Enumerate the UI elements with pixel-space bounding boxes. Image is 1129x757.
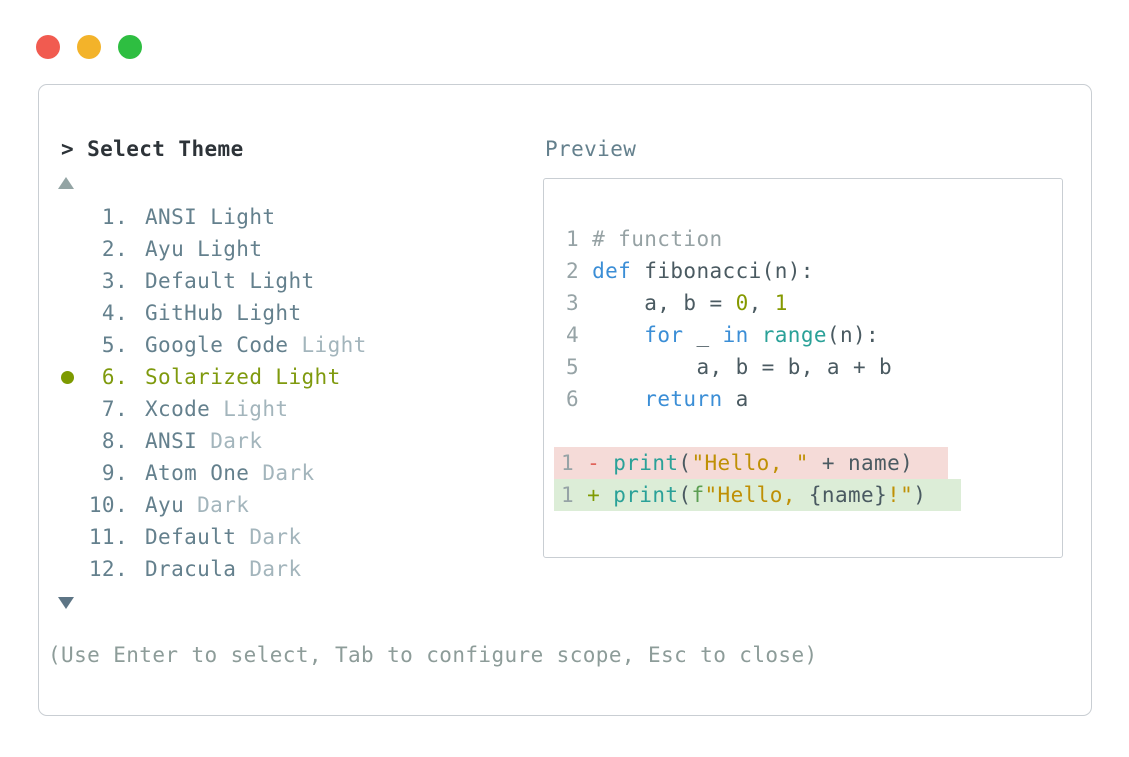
line-number: 2 bbox=[566, 259, 593, 283]
code-line: 3 a, b = 0, 1 bbox=[566, 291, 788, 315]
theme-variant: Dark bbox=[249, 557, 302, 581]
line-number: 5 bbox=[566, 355, 593, 379]
theme-number: 7. bbox=[101, 397, 128, 421]
prompt-caret: > bbox=[61, 137, 75, 161]
theme-number: 11. bbox=[88, 525, 128, 549]
code-line: 2 def fibonacci(n): bbox=[566, 259, 814, 283]
code-line-diff-removed: 1 - print("Hello, " + name) bbox=[544, 447, 1062, 479]
theme-number: 2. bbox=[101, 237, 128, 261]
preview-column: Preview 1 # function 2 def fibonacci(n): 3… bbox=[543, 133, 1063, 621]
code-line: 4 for _ in range(n): bbox=[566, 323, 880, 347]
keyboard-hint: (Use Enter to select, Tab to configure s… bbox=[48, 643, 818, 667]
theme-name: ANSI bbox=[145, 429, 198, 453]
minimize-button[interactable] bbox=[77, 35, 101, 59]
theme-option-ayu[interactable]: 10. Ayu Dark bbox=[58, 489, 543, 521]
theme-option-default-light[interactable]: 3. Default Light bbox=[58, 265, 543, 297]
theme-variant: Light bbox=[301, 333, 367, 357]
theme-number: 4. bbox=[101, 301, 128, 325]
theme-name: Ayu Light bbox=[145, 237, 263, 261]
theme-number: 12. bbox=[88, 557, 128, 581]
theme-option-ansi-light[interactable]: 1. ANSI Light bbox=[58, 201, 543, 233]
theme-option-ansi[interactable]: 8. ANSI Dark bbox=[58, 425, 543, 457]
theme-list: 1. ANSI Light 2. Ayu Light 3. Default Light 4.… bbox=[58, 201, 543, 585]
select-theme-prompt: > Select Theme bbox=[61, 133, 543, 165]
theme-name: Solarized Light bbox=[145, 365, 341, 389]
theme-name: Atom One bbox=[145, 461, 250, 485]
theme-name: Xcode bbox=[145, 397, 211, 421]
line-number: 1 bbox=[566, 227, 593, 251]
line-number: 4 bbox=[566, 323, 593, 347]
theme-name: Default bbox=[145, 525, 237, 549]
preview-label: Preview bbox=[545, 137, 637, 161]
theme-variant: Dark bbox=[262, 461, 315, 485]
theme-option-default[interactable]: 11. Default Dark bbox=[58, 521, 543, 553]
maximize-button[interactable] bbox=[118, 35, 142, 59]
theme-name: GitHub Light bbox=[145, 301, 302, 325]
theme-option-xcode[interactable]: 7. Xcode Light bbox=[58, 393, 543, 425]
theme-name: Google Code bbox=[145, 333, 289, 357]
prompt-title: Select Theme bbox=[87, 137, 244, 161]
theme-option-dracula[interactable]: 12. Dracula Dark bbox=[58, 553, 543, 585]
line-number: 1 bbox=[561, 451, 588, 475]
theme-name: Dracula bbox=[145, 557, 237, 581]
theme-option-solarized-light[interactable]: 6. Solarized Light bbox=[58, 361, 543, 393]
theme-variant: Dark bbox=[197, 493, 250, 517]
theme-variant: Light bbox=[223, 397, 289, 421]
theme-name: Ayu bbox=[145, 493, 185, 517]
theme-number: 6. bbox=[101, 365, 128, 389]
code-line bbox=[544, 415, 1062, 447]
line-number: 6 bbox=[566, 387, 593, 411]
theme-variant: Dark bbox=[210, 429, 263, 453]
theme-number: 3. bbox=[101, 269, 128, 293]
scroll-up-row bbox=[58, 165, 543, 201]
theme-option-github-light[interactable]: 4. GitHub Light bbox=[58, 297, 543, 329]
close-button[interactable] bbox=[36, 35, 60, 59]
theme-picker-panel: > Select Theme 1. ANSI Light 2. Ayu Light 3.… bbox=[38, 84, 1092, 716]
theme-option-atom-one[interactable]: 9. Atom One Dark bbox=[58, 457, 543, 489]
preview-pane: 1 # function 2 def fibonacci(n): 3 a, b = … bbox=[543, 178, 1063, 558]
scroll-down-row bbox=[58, 585, 543, 621]
theme-number: 1. bbox=[101, 205, 128, 229]
theme-option-google-code[interactable]: 5. Google Code Light bbox=[58, 329, 543, 361]
code-line-diff-added: 1 + print(f"Hello, {name}!") bbox=[544, 479, 1062, 511]
theme-option-ayu-light[interactable]: 2. Ayu Light bbox=[58, 233, 543, 265]
theme-number: 9. bbox=[101, 461, 128, 485]
theme-name: Default Light bbox=[145, 269, 315, 293]
theme-list-column: > Select Theme 1. ANSI Light 2. Ayu Light 3.… bbox=[58, 133, 543, 621]
window-controls bbox=[36, 35, 142, 59]
scroll-up-icon[interactable] bbox=[58, 177, 74, 189]
code-line: 1 # function bbox=[566, 227, 723, 251]
line-number: 3 bbox=[566, 291, 593, 315]
theme-number: 10. bbox=[88, 493, 128, 517]
theme-variant: Dark bbox=[249, 525, 302, 549]
scroll-down-icon[interactable] bbox=[58, 597, 74, 609]
code-line: 5 a, b = b, a + b bbox=[566, 355, 893, 379]
code-block: 1 # function 2 def fibonacci(n): 3 a, b = … bbox=[544, 223, 1062, 511]
theme-number: 5. bbox=[101, 333, 128, 357]
selected-bullet-icon bbox=[58, 370, 82, 384]
theme-number: 8. bbox=[101, 429, 128, 453]
code-line: 6 return a bbox=[566, 387, 749, 411]
line-number: 1 bbox=[561, 483, 588, 507]
theme-name: ANSI Light bbox=[145, 205, 276, 229]
